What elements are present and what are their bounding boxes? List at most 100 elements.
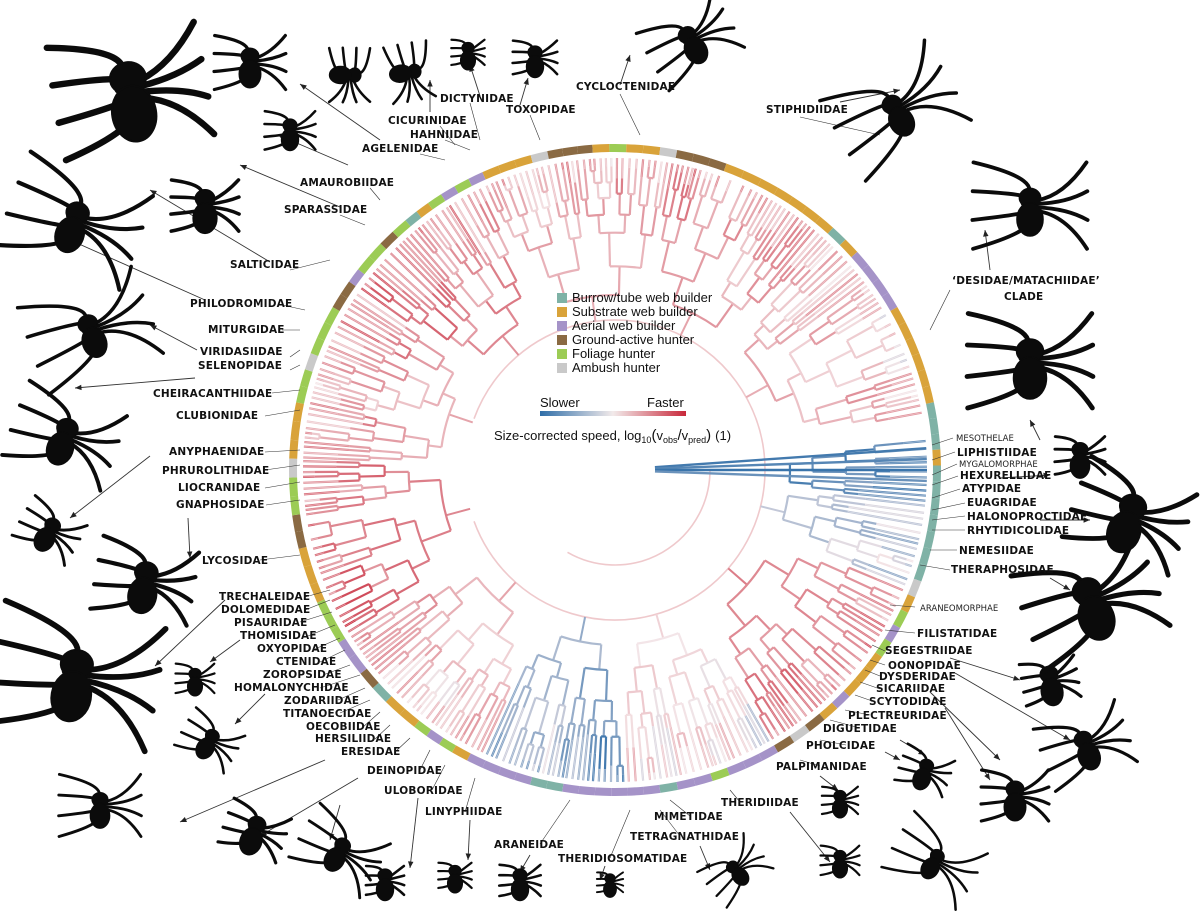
tree-branch-highlight <box>446 207 468 239</box>
tree-branch <box>651 664 659 689</box>
ring-segment <box>324 307 340 326</box>
tree-branch <box>456 677 471 696</box>
tree-branch-highlight <box>864 642 872 648</box>
tree-branch-highlight <box>536 167 539 175</box>
tree-branch-highlight <box>865 498 925 506</box>
ring-segment <box>774 187 793 204</box>
arrow-head <box>1063 734 1070 740</box>
spider-abdomen <box>323 846 346 872</box>
tree-branch-highlight <box>627 747 630 782</box>
label-eresidae: ERESIDAE <box>341 746 401 758</box>
spider-leg <box>900 91 959 111</box>
tree-arc <box>444 277 450 283</box>
ring-segment <box>675 149 694 162</box>
tree-branch <box>418 610 444 631</box>
spider-leg <box>94 293 145 329</box>
tree-branch-highlight <box>889 461 927 464</box>
tree-branch <box>786 298 814 323</box>
tree-arc <box>845 340 857 359</box>
tree-branch-highlight <box>715 724 731 761</box>
tree-branch <box>783 294 810 319</box>
tree-branch <box>834 313 861 331</box>
tree-arc <box>768 283 774 290</box>
tree-branch-highlight <box>359 622 399 650</box>
tree-arc <box>774 337 781 345</box>
leader-line <box>444 139 471 151</box>
tree-branch-highlight <box>852 626 876 642</box>
ring-segment <box>547 148 564 159</box>
tree-branch <box>841 606 859 618</box>
leader-line <box>304 589 331 598</box>
arrow-head <box>210 655 217 662</box>
tree-branch <box>560 705 567 727</box>
tree-branch <box>584 199 589 217</box>
tree-branch <box>435 288 452 304</box>
tree-branch <box>722 218 733 236</box>
tree-branch <box>546 225 554 244</box>
spider-abdomen <box>1069 452 1091 479</box>
legend-label-burrow: Burrow/tube web builder <box>572 290 713 305</box>
leader-line <box>431 764 446 791</box>
tree-branch-highlight <box>872 482 927 486</box>
tree-branch <box>672 705 682 734</box>
leader-lines <box>69 54 1090 881</box>
label-deinopidae: DEINOPIDAE <box>367 765 442 777</box>
tree-branch <box>363 415 377 421</box>
tree-branch <box>418 305 430 316</box>
tree-branch <box>483 658 495 674</box>
tree-branch-highlight <box>354 637 361 642</box>
tree-branch-highlight <box>838 674 846 681</box>
tree-backbone <box>567 469 711 566</box>
tree-branch <box>339 386 368 397</box>
tree-branch <box>323 553 341 561</box>
tree-branch <box>593 735 598 754</box>
tree-branch <box>502 668 513 685</box>
tree-branch <box>812 479 845 484</box>
spider-segestriid <box>1031 698 1139 793</box>
leader-line <box>264 409 301 417</box>
tree-branch <box>671 277 684 306</box>
ring-segment <box>317 321 332 341</box>
tree-arc <box>425 439 431 458</box>
ring-segment <box>466 753 486 768</box>
tree-branch <box>637 727 643 760</box>
tree-branch-highlight <box>432 705 445 724</box>
tree-branch <box>844 479 873 484</box>
tree-branch <box>416 688 431 704</box>
tree-branch-highlight <box>805 273 858 316</box>
leader-line <box>265 499 301 506</box>
tree-branch-highlight <box>583 159 585 169</box>
spider-large-top-left <box>43 18 218 164</box>
tree-branch-highlight <box>402 240 442 282</box>
tree-branch-highlight <box>827 688 833 695</box>
speed-title-prefix: Size-corrected speed, log <box>494 428 641 443</box>
tree-branch <box>814 515 836 523</box>
leader-line <box>609 809 631 859</box>
tree-arc <box>844 567 850 577</box>
tree-branch <box>363 517 395 527</box>
spider-oxyopid <box>173 706 247 775</box>
tree-branch <box>715 700 725 717</box>
tree-branch-highlight <box>894 344 901 348</box>
tree-branch <box>555 662 563 678</box>
tree-branch-highlight <box>654 160 656 168</box>
spider-leg <box>1097 589 1162 603</box>
tree-branch-highlight <box>340 320 380 343</box>
label-filistatidae: FILISTATIDAE <box>917 628 997 640</box>
arrow-line <box>929 691 1001 761</box>
tree-branch <box>763 712 777 731</box>
label-theridiosomatidae: THERIDIOSOMATIDAE <box>558 853 687 865</box>
ring-segment <box>577 144 593 155</box>
tree-branch <box>856 549 879 559</box>
tree-arc <box>422 611 428 618</box>
tree-arc <box>477 294 494 308</box>
label-cheiracanthiidae: CHEIRACANTHIIDAE <box>153 388 272 400</box>
tree-arc <box>640 711 652 715</box>
tree-branch-highlight <box>314 552 324 556</box>
tree-branch-highlight <box>890 373 912 381</box>
tree-arc <box>476 576 514 614</box>
tree-branch <box>762 246 773 260</box>
tree-branch-highlight <box>426 701 440 719</box>
tree-branch-highlight <box>303 446 349 451</box>
tree-branch <box>676 172 683 191</box>
